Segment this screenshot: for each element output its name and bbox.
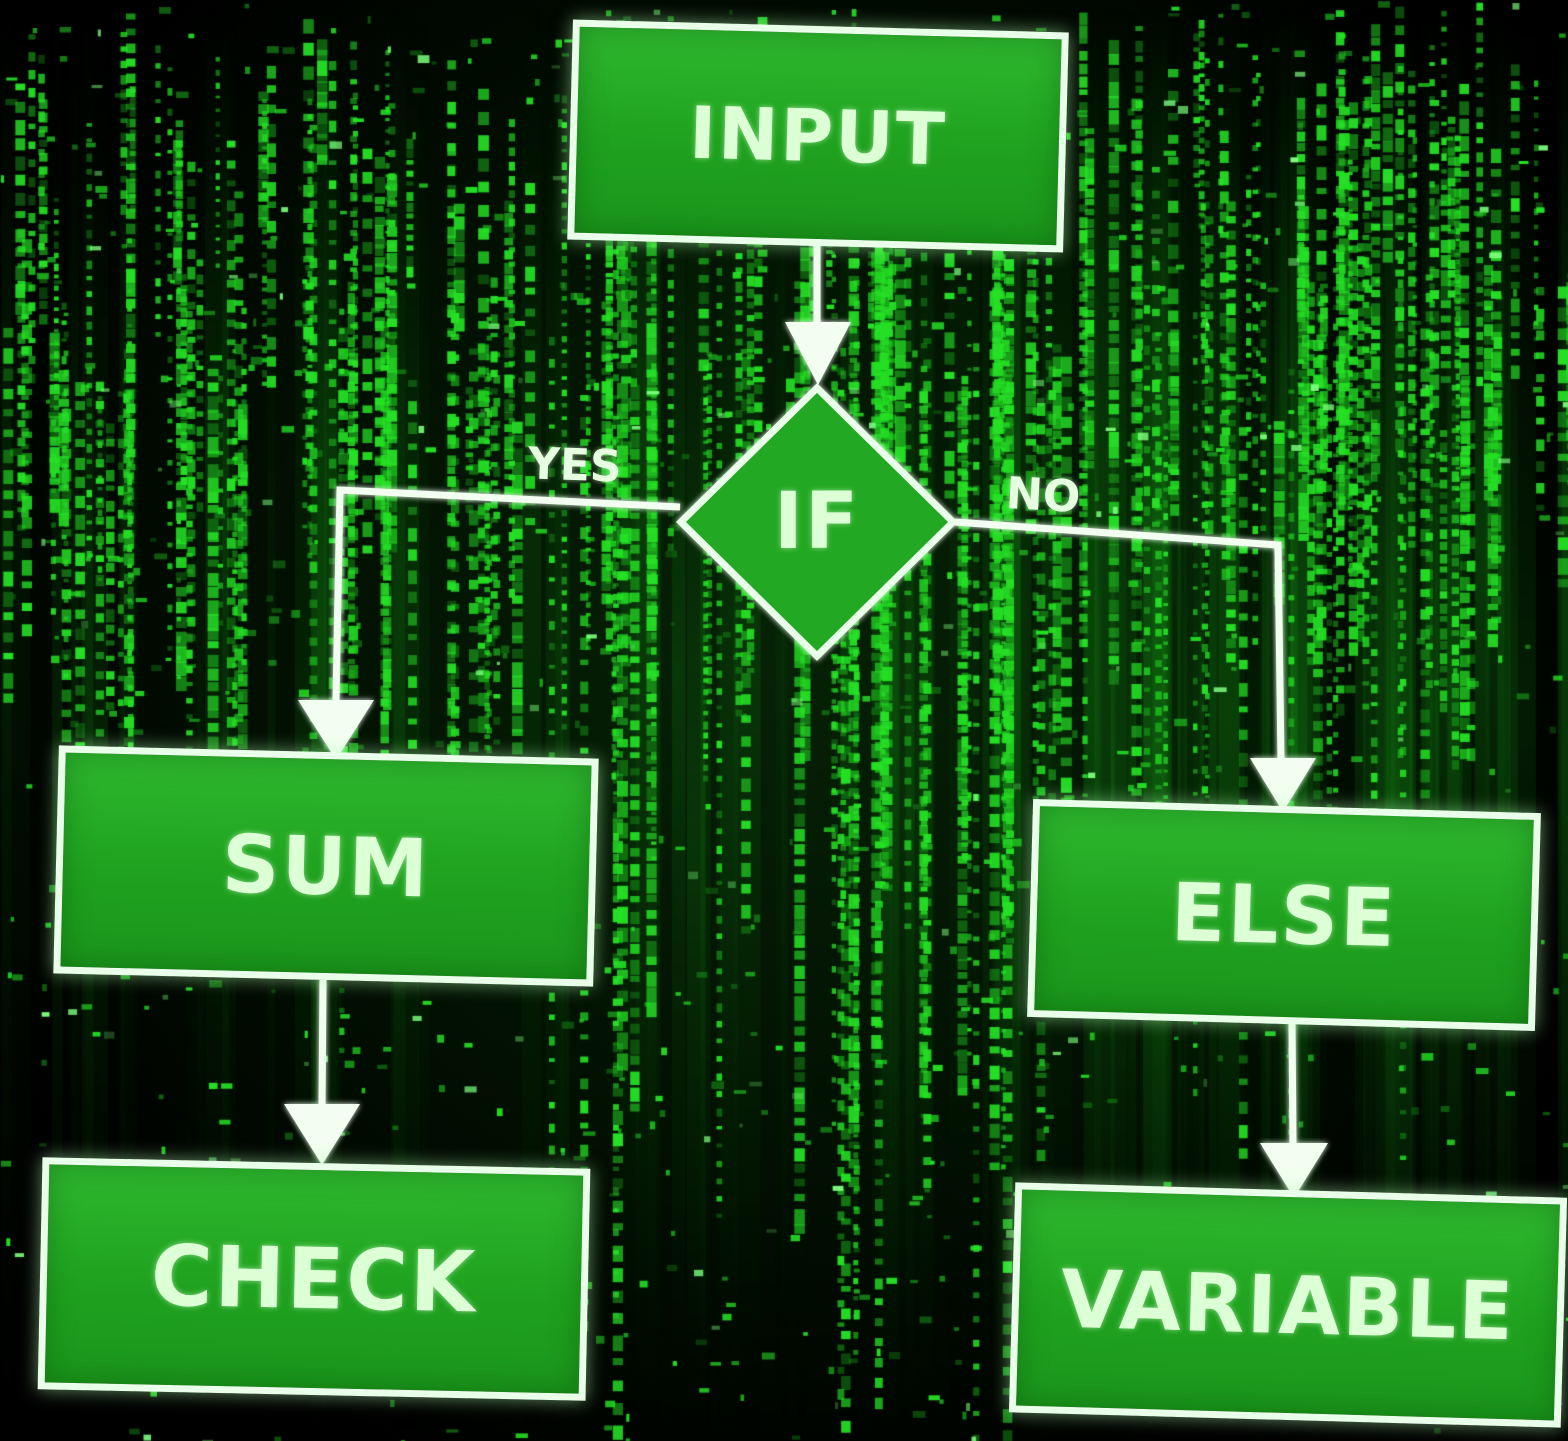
node-else-label: ELSE [1169,865,1399,965]
connector-sum-to-check [318,979,327,1106]
node-sum-label: SUM [220,816,432,916]
node-check: CHECK [37,1157,591,1401]
connector-if-to-else [954,518,1285,761]
node-variable-label: VARIABLE [1059,1252,1517,1358]
connector-if-to-sum [332,486,681,701]
node-decision-label: IF [773,477,861,567]
arrowhead-sum [298,700,374,760]
branch-label-yes: YES [527,438,623,493]
arrowhead-if [785,322,851,385]
node-check-label: CHECK [149,1226,479,1332]
connector-else-to-variable [1288,1021,1297,1146]
node-sum: SUM [53,745,599,987]
node-variable: VARIABLE [1008,1182,1568,1428]
branch-label-no: NO [1004,468,1082,523]
node-else: ELSE [1027,798,1541,1032]
arrowhead-variable [1260,1143,1328,1198]
arrowhead-else [1250,758,1316,812]
node-input: INPUT [567,19,1069,253]
node-input-label: INPUT [688,90,948,182]
arrowhead-check [284,1104,360,1165]
decision-diamond [676,383,958,661]
